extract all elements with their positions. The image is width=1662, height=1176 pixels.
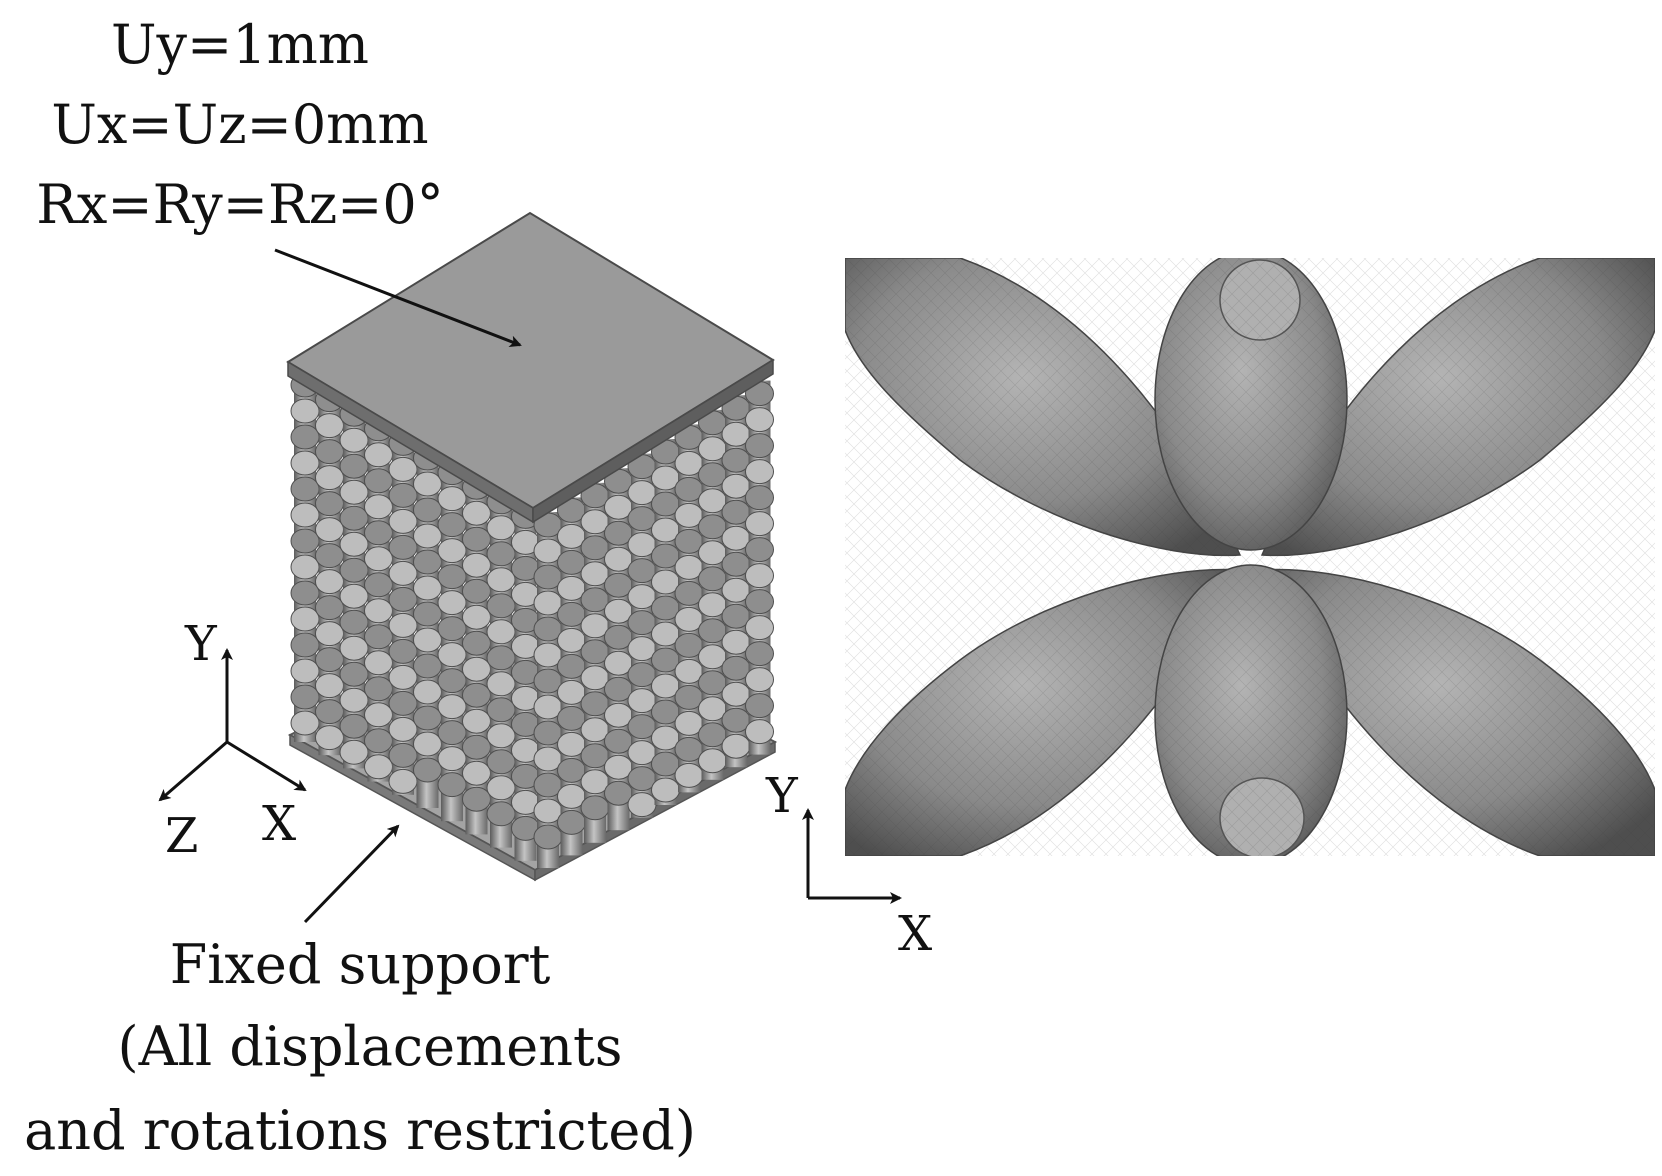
- lattice-column-left: [462, 474, 491, 835]
- lattice-column-left: [364, 415, 393, 782]
- axis-2d-x-label: X: [898, 906, 933, 962]
- fixed-support-title: Fixed support: [169, 933, 551, 996]
- unit-cell-view: [845, 258, 1655, 856]
- lattice-column-left: [315, 386, 344, 756]
- lattice-column-left: [339, 401, 369, 769]
- axis-3d-x-label: X: [262, 796, 297, 852]
- load-label-ux-uz: Ux=Uz=0mm: [51, 93, 429, 156]
- lattice-column-right: [533, 512, 563, 868]
- lattice-column-right: [745, 380, 774, 755]
- top-plate: [286, 211, 775, 524]
- axis-3d-z-arrow: [158, 740, 228, 802]
- strut-section-bottom: [1219, 777, 1305, 856]
- lattice-column-left: [486, 488, 516, 848]
- fixed-support-arrow: [303, 824, 400, 924]
- lattice-column-left: [290, 372, 320, 742]
- lattice-column-right: [557, 497, 586, 856]
- lattice-column-right: [651, 439, 680, 805]
- load-label-rotations: Rx=Ry=Rz=0°: [36, 173, 444, 236]
- lattice-column-right: [721, 395, 751, 768]
- lattice-column-left: [413, 445, 442, 808]
- axis-3d-y-label: Y: [185, 616, 217, 672]
- axis-3d-z-label: Z: [165, 808, 199, 864]
- fixed-support-detail-1: (All displacements: [117, 1015, 623, 1078]
- load-label-uy: Uy=1mm: [110, 13, 370, 76]
- lattice-column-left: [388, 430, 418, 795]
- lattice-column-right: [604, 468, 633, 831]
- fixed-support-detail-2: and rotations restricted): [24, 1099, 696, 1162]
- lattice-column-right: [674, 424, 704, 793]
- lattice-specimen: [286, 211, 778, 882]
- lattice-right-face: [533, 380, 774, 868]
- axis-3d-x-arrow: [226, 740, 307, 792]
- lattice-column-left: [437, 459, 467, 822]
- strut-section-top: [1219, 259, 1301, 341]
- lattice-column-right: [627, 453, 657, 818]
- axis-triad-3d: [158, 648, 307, 802]
- load-arrow: [274, 248, 522, 347]
- axis-triad-2d: [802, 808, 902, 904]
- lattice-column-right: [698, 409, 727, 780]
- lattice-left-face: [290, 372, 540, 861]
- axis-2d-y-label: Y: [766, 768, 798, 824]
